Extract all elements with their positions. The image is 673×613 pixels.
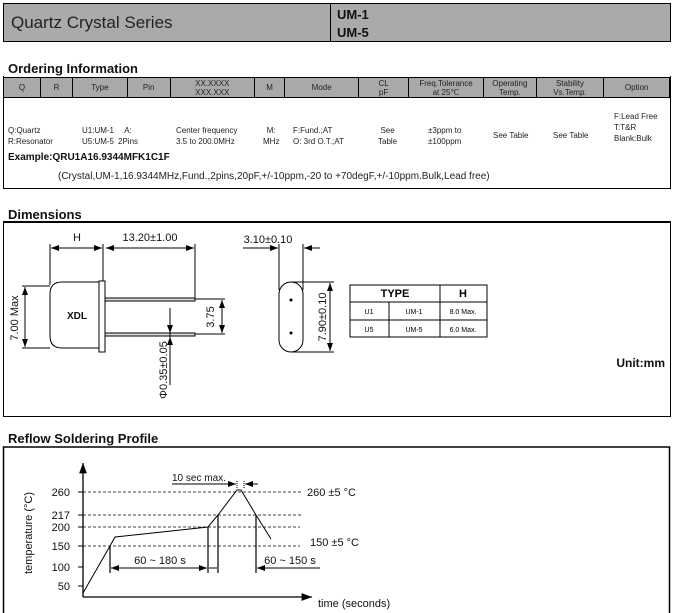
ordering-value-op: See Table xyxy=(493,130,528,141)
ordering-value-line: O: 3rd O.T.;AT xyxy=(293,137,344,146)
ordering-value-tol: ±3ppm to ±100ppm xyxy=(428,125,461,147)
dim-h: H xyxy=(73,232,81,244)
ordering-box xyxy=(3,76,671,189)
ordering-value-line: ±3ppm to xyxy=(428,126,462,135)
ordering-column-header: Q xyxy=(3,77,41,98)
type-cell: U1 xyxy=(365,309,374,316)
ordering-value-line: U5:UM-5 xyxy=(82,137,115,146)
ytick-50: 50 xyxy=(58,581,70,593)
ordering-value-line: 3.5 to 200.0MHz xyxy=(176,137,235,146)
ordering-value-line: ±100ppm xyxy=(428,137,462,146)
ordering-value-line: Table xyxy=(378,137,398,146)
dimensions-title: Dimensions xyxy=(8,207,82,222)
ordering-value-line: A: xyxy=(124,126,132,135)
ordering-value-line: See Table xyxy=(493,131,529,140)
type-header: TYPE xyxy=(381,288,410,300)
ordering-value-line: See Table xyxy=(553,131,589,140)
reflow-title: Reflow Soldering Profile xyxy=(8,431,159,446)
preheat-time-label: 60 ~ 180 s xyxy=(134,555,186,567)
ordering-value-line: Q:Quartz xyxy=(8,126,41,135)
ordering-column-header: M xyxy=(253,77,286,98)
dim-pitch: 3.75 xyxy=(205,306,217,327)
type-cell: 6.0 Max. xyxy=(450,327,477,334)
dim-length: 13.20±1.00 xyxy=(123,232,178,244)
ordering-value-line: U1:UM-1 xyxy=(82,126,115,135)
ordering-value-pin: A: 2Pins xyxy=(118,125,138,147)
ordering-column-header: XX.XXXX XXX.XXX xyxy=(169,77,255,98)
ordering-value-line: 2Pins xyxy=(118,137,139,146)
x-axis-label: time (seconds) xyxy=(318,598,390,610)
ordering-value-line: Blank:Bulk xyxy=(614,134,652,143)
ordering-column-header: CL pF xyxy=(358,77,409,98)
series-title: Quartz Crystal Series xyxy=(11,13,173,32)
marking-xdl: XDL xyxy=(67,311,87,322)
preheat-temp-label: 150 ±5 °C xyxy=(310,537,359,549)
ytick-200: 200 xyxy=(52,522,70,534)
h-header: H xyxy=(459,288,467,300)
ytick-260: 260 xyxy=(52,487,70,499)
dim-side-height: 7.90±0.10 xyxy=(317,293,329,342)
ordering-value-line: R:Resonator xyxy=(8,137,53,146)
ytick-150: 150 xyxy=(52,541,70,553)
ordering-column-header: Pin xyxy=(126,77,171,98)
ordering-value-mode: F:Fund.;AT O: 3rd O.T.;AT xyxy=(293,125,344,147)
ordering-column-header: Freq.Tolerance at 25℃ xyxy=(407,77,485,98)
pin-dot-lower xyxy=(289,331,293,335)
ordering-column-header: Option xyxy=(603,77,670,98)
unit-label: Unit:mm xyxy=(616,356,665,370)
example-code: Example:QRU1A16.9344MFK1C1F xyxy=(8,152,170,163)
ordering-value-line: M: xyxy=(266,126,276,135)
type-cell: 8.0 Max. xyxy=(450,309,477,316)
peak-time-label: 10 sec max. xyxy=(172,473,226,484)
ordering-value-stab: See Table xyxy=(553,130,588,141)
ordering-column-header: Mode xyxy=(284,77,360,98)
dimensions-box xyxy=(3,221,671,417)
model-um1: UM-1 xyxy=(337,7,369,22)
header-bar: Quartz Crystal Series UM-1 UM-5 xyxy=(3,3,671,42)
profile-line xyxy=(82,489,272,594)
ytick-100: 100 xyxy=(52,562,70,574)
liquidus-time-label: 60 ~ 150 s xyxy=(264,555,316,567)
model-um5: UM-5 xyxy=(337,25,369,40)
ordering-value-line: T:T&R xyxy=(614,123,637,132)
reflow-chart: 260 217 200 150 100 50 temperature (°C) … xyxy=(23,463,390,610)
ordering-column-header: Stability Vs.Temp. xyxy=(535,77,605,98)
example-description: (Crystal,UM-1,16.9344MHz,Fund.,2pins,20p… xyxy=(58,171,490,182)
ordering-column-header: R xyxy=(39,77,74,98)
dim-width: 3.10±0.10 xyxy=(244,234,293,246)
ytick-217: 217 xyxy=(52,510,70,522)
type-cell: UM-5 xyxy=(405,327,422,334)
ordering-value-m: M: MHz xyxy=(263,125,279,147)
peak-temp-label: 260 ±5 °C xyxy=(307,487,356,499)
header-divider xyxy=(330,4,331,41)
type-table: TYPE H U1 UM-1 8.0 Max. U5 UM-5 6.0 Max. xyxy=(349,284,488,338)
ordering-column-header: Operating Temp. xyxy=(483,77,537,98)
ordering-value-line: F:Lead Free xyxy=(614,112,658,121)
dim-height: 7.00 Max xyxy=(9,295,21,341)
ordering-value-line: MHz xyxy=(263,137,280,146)
ordering-title: Ordering Information xyxy=(8,61,138,76)
type-cell: UM-1 xyxy=(405,309,422,316)
ordering-value-line: Center frequency xyxy=(176,126,238,135)
ordering-value-line: See xyxy=(380,126,395,135)
dim-pin-diameter: Φ0.35±0.05 xyxy=(158,341,170,399)
pin-dot-upper xyxy=(289,298,293,302)
reflow-box xyxy=(2,446,671,613)
y-axis-label: temperature (°C) xyxy=(23,492,35,574)
type-cell: U5 xyxy=(365,327,374,334)
ordering-value-freq: Center frequency 3.5 to 200.0MHz xyxy=(176,125,237,147)
ordering-value-line: F:Fund.;AT xyxy=(293,126,333,135)
